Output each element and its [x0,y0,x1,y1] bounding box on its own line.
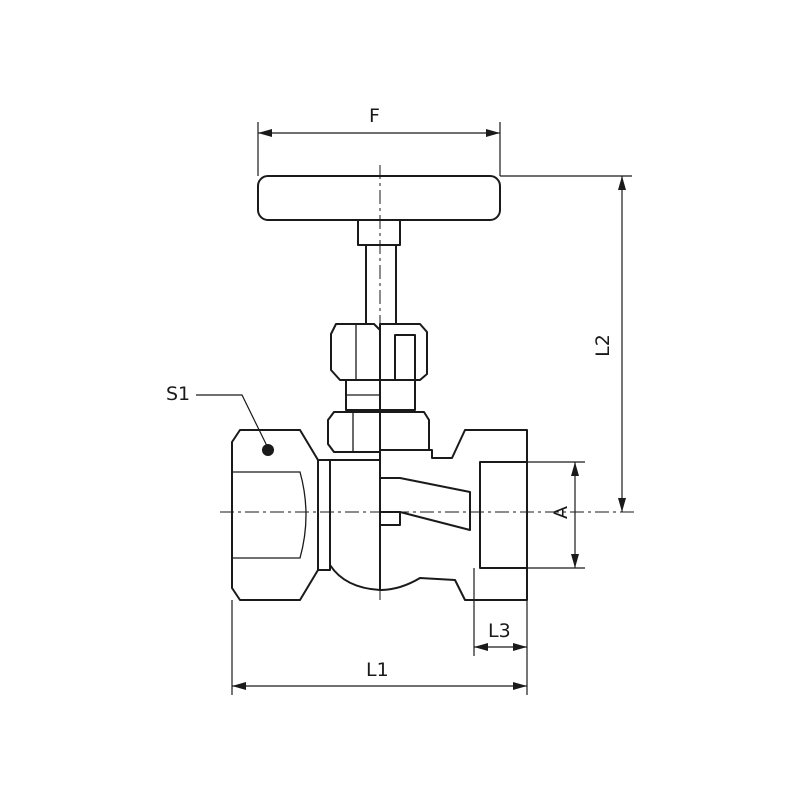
label-L2: L2 [591,334,614,357]
gland-nut [330,323,428,411]
label-L1: L1 [366,659,389,681]
dimension-L1 [231,600,527,695]
label-A: A [550,506,572,519]
label-F: F [369,105,380,127]
label-S1: S1 [166,383,191,405]
dimension-A [527,461,585,569]
S1-leader [196,394,274,456]
valve-body [329,429,528,601]
left-hex-port [231,429,331,601]
dimension-L3 [473,568,528,695]
label-L3: L3 [488,620,511,642]
dimension-L2 [500,175,632,512]
stem [357,219,401,331]
handwheel [257,175,501,221]
bonnet-nut [327,411,430,453]
dimension-F [257,122,501,176]
